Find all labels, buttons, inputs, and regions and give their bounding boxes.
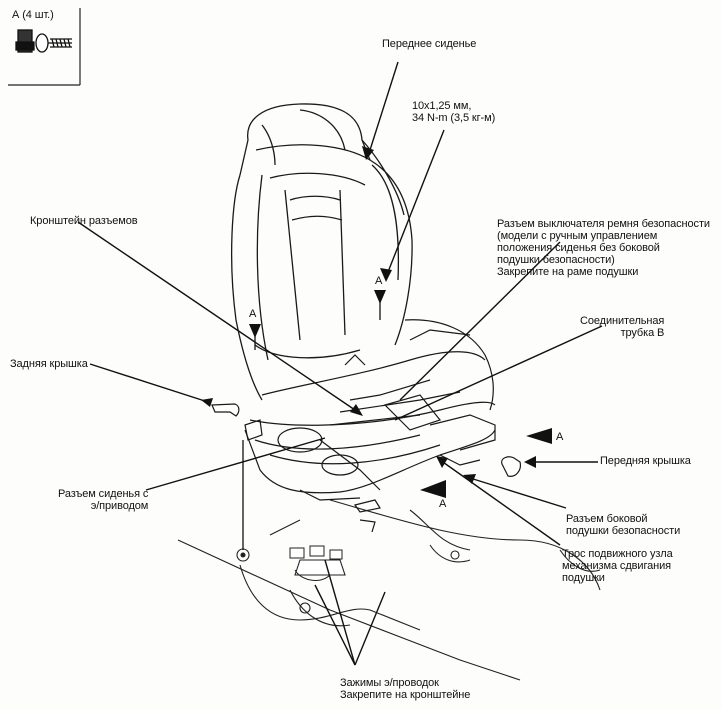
label-power-seat-connector-line-1: Разъем сиденья с [58, 488, 149, 500]
bolt-guide-lines [242, 302, 381, 550]
label-connecting-tube-line-2: трубка В [620, 327, 665, 339]
label-front-cover: Передняя крышка [600, 455, 691, 467]
leader-lines [77, 61, 603, 666]
parts-box-frame [8, 8, 81, 86]
label-seatbelt-switch-line-3: положения сиденья без боковой [497, 242, 660, 254]
label-side-airbag-connector: Разъем боковой подушки безопасности [566, 513, 680, 537]
label-cable-line-3: подушки [562, 572, 605, 584]
seat-back [230, 103, 413, 401]
label-connector-bracket: Кронштейн разъемов [30, 215, 138, 227]
label-seatbelt-switch-line-4: подушки безопасности) [497, 254, 615, 266]
label-power-seat-connector-line-2: э/приводом [90, 500, 149, 512]
marker-triangles [249, 290, 552, 498]
label-connecting-tube-line-1: Соединительная [580, 315, 665, 327]
label-seatbelt-switch-line-2: (модели с ручным управлением [497, 230, 658, 242]
label-side-airbag-connector-line-2: подушки безопасности [566, 525, 681, 537]
label-cable-line-2: механизма сдвигания [562, 560, 672, 572]
label-seatbelt-switch: Разъем выключателя ремня безопасности (м… [497, 218, 710, 278]
arrow-heads [201, 146, 536, 484]
seat-cushion [244, 319, 496, 533]
label-cable-line-1: Трос подвижного узла [562, 548, 673, 560]
marker-a-rear: A [249, 308, 257, 320]
parts-box-title: А (4 шт.) [12, 9, 54, 21]
label-seatbelt-switch-line-1: Разъем выключателя ремня безопасности [497, 218, 710, 230]
label-clamps-line-2: Закрепите на кронштейне [340, 689, 471, 701]
label-side-airbag-connector-line-1: Разъем боковой [566, 513, 648, 525]
bolt-icon [15, 29, 72, 53]
label-power-seat-connector: Разъем сиденья с э/приводом [58, 488, 148, 512]
label-torque: 10x1,25 мм, 34 N-m (3,5 кг-м) [412, 100, 495, 124]
label-torque-line-2: 34 N-m (3,5 кг-м) [412, 112, 496, 124]
floor-clamps [289, 545, 343, 581]
marker-a-center: A [375, 275, 383, 287]
covers [211, 403, 521, 477]
label-connecting-tube: Соединительная трубка В [580, 315, 664, 339]
label-seatbelt-switch-line-5: Закрепите на раме подушки [497, 266, 639, 278]
marker-a-front-right: A [556, 431, 564, 443]
label-clamps: Зажимы э/проводок Закрепите на кронштейн… [340, 677, 470, 701]
label-rear-cover: Задняя крышка [10, 358, 88, 370]
label-front-seat: Переднее сиденье [382, 38, 477, 50]
label-clamps-line-1: Зажимы э/проводок [340, 677, 439, 689]
label-torque-line-1: 10x1,25 мм, [412, 100, 472, 112]
marker-a-front-lower: A [439, 498, 447, 510]
label-cable: Трос подвижного узла механизма сдвигания… [562, 548, 673, 584]
floor-pan [177, 499, 601, 681]
